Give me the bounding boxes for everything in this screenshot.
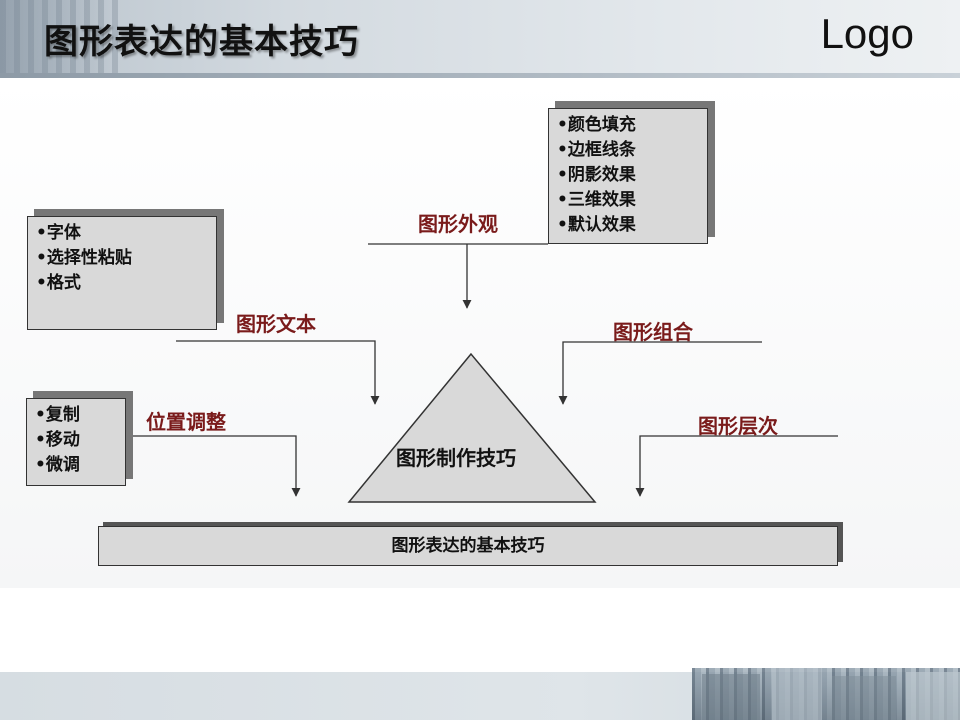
connector-layer xyxy=(635,435,838,497)
list-item: •三维效果 xyxy=(557,190,636,210)
connector-position xyxy=(128,435,301,497)
header-rule xyxy=(0,73,960,78)
label-combine: 图形组合 xyxy=(613,320,693,344)
list-item: •颜色填充 xyxy=(557,115,636,135)
header-banner: 图形表达的基本技巧 Logo xyxy=(0,0,960,78)
footer-photo xyxy=(702,674,760,720)
text-options-box: •字体 •选择性粘贴 •格式 xyxy=(27,216,217,330)
appearance-options-box: •颜色填充 •边框线条 •阴影效果 •三维效果 •默认效果 xyxy=(548,108,708,244)
list-item: •微调 xyxy=(35,455,80,475)
center-triangle xyxy=(347,352,597,503)
connector-appearance xyxy=(368,243,548,308)
base-bar: 图形表达的基本技巧 xyxy=(98,526,838,566)
logo: Logo xyxy=(820,10,914,57)
list-item: •字体 xyxy=(36,223,81,243)
header-photo xyxy=(0,0,120,78)
list-item: •边框线条 xyxy=(557,140,636,160)
list-item: •选择性粘贴 xyxy=(36,248,132,268)
footer-photo xyxy=(772,668,822,720)
label-position: 位置调整 xyxy=(146,410,226,434)
list-item: •阴影效果 xyxy=(557,165,636,185)
list-item: •复制 xyxy=(35,405,80,425)
footer-photo-strip xyxy=(692,668,960,720)
position-options-box: •复制 •移动 •微调 xyxy=(26,398,126,486)
footer-photo xyxy=(832,676,896,720)
center-label: 图形制作技巧 xyxy=(396,446,516,470)
list-item: •默认效果 xyxy=(557,215,636,235)
slide-background xyxy=(0,78,960,588)
label-appearance: 图形外观 xyxy=(418,212,498,236)
connector-text xyxy=(176,340,380,405)
connector-combine xyxy=(558,341,762,405)
footer-photo xyxy=(906,672,960,720)
list-item: •移动 xyxy=(35,430,80,450)
list-item: •格式 xyxy=(36,273,81,293)
label-layer: 图形层次 xyxy=(698,414,778,438)
label-text: 图形文本 xyxy=(236,312,316,336)
slide-title: 图形表达的基本技巧 xyxy=(44,22,359,62)
